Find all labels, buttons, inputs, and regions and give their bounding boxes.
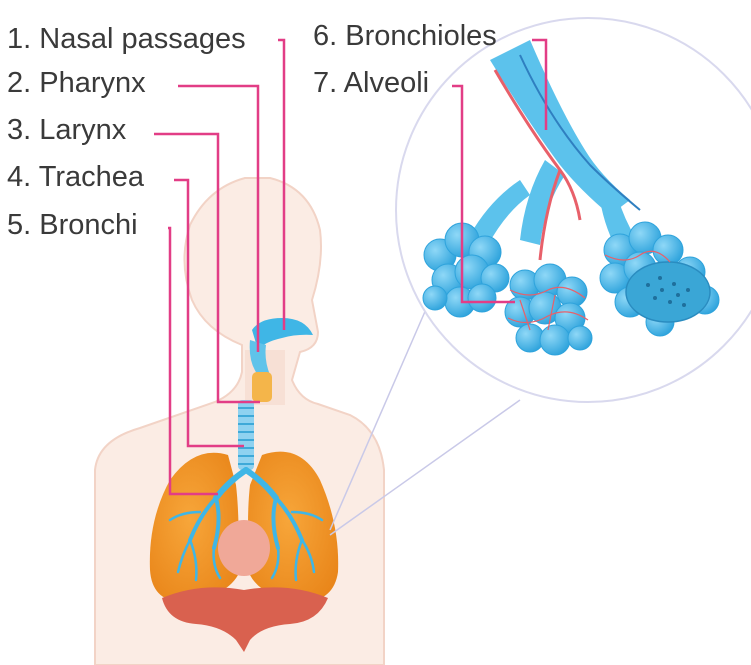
alveolus-cutaway bbox=[625, 261, 711, 323]
label-bronchioles: 6. Bronchioles bbox=[313, 20, 497, 52]
leader-line-bronchioles bbox=[532, 38, 548, 130]
heart-shape bbox=[218, 520, 270, 576]
magnified-alveoli-detail bbox=[422, 40, 720, 356]
larynx-shape bbox=[252, 372, 272, 402]
leader-line-nasal-passages bbox=[278, 38, 286, 330]
leader-line-trachea bbox=[174, 178, 244, 448]
label-pharynx: 2. Pharynx bbox=[7, 67, 146, 99]
label-alveoli: 7. Alveoli bbox=[313, 67, 429, 99]
leader-line-bronchi bbox=[168, 226, 218, 496]
leader-lines bbox=[154, 38, 548, 496]
label-nasal-passages: 1. Nasal passages bbox=[7, 23, 246, 55]
leader-line-larynx bbox=[154, 132, 260, 404]
bronchi-tree bbox=[168, 467, 324, 582]
label-bronchi: 5. Bronchi bbox=[7, 209, 138, 241]
trachea-shape bbox=[238, 400, 254, 470]
labels: 1. Nasal passages 2. Pharynx 3. Larynx 4… bbox=[7, 20, 497, 241]
nasal-passages-shape bbox=[249, 318, 313, 375]
zoom-lines bbox=[329, 299, 521, 536]
label-trachea: 4. Trachea bbox=[7, 161, 145, 193]
diaphragm-shape bbox=[162, 587, 328, 652]
leader-line-alveoli bbox=[452, 84, 515, 304]
leader-line-pharynx bbox=[178, 84, 260, 352]
label-larynx: 3. Larynx bbox=[7, 114, 127, 146]
